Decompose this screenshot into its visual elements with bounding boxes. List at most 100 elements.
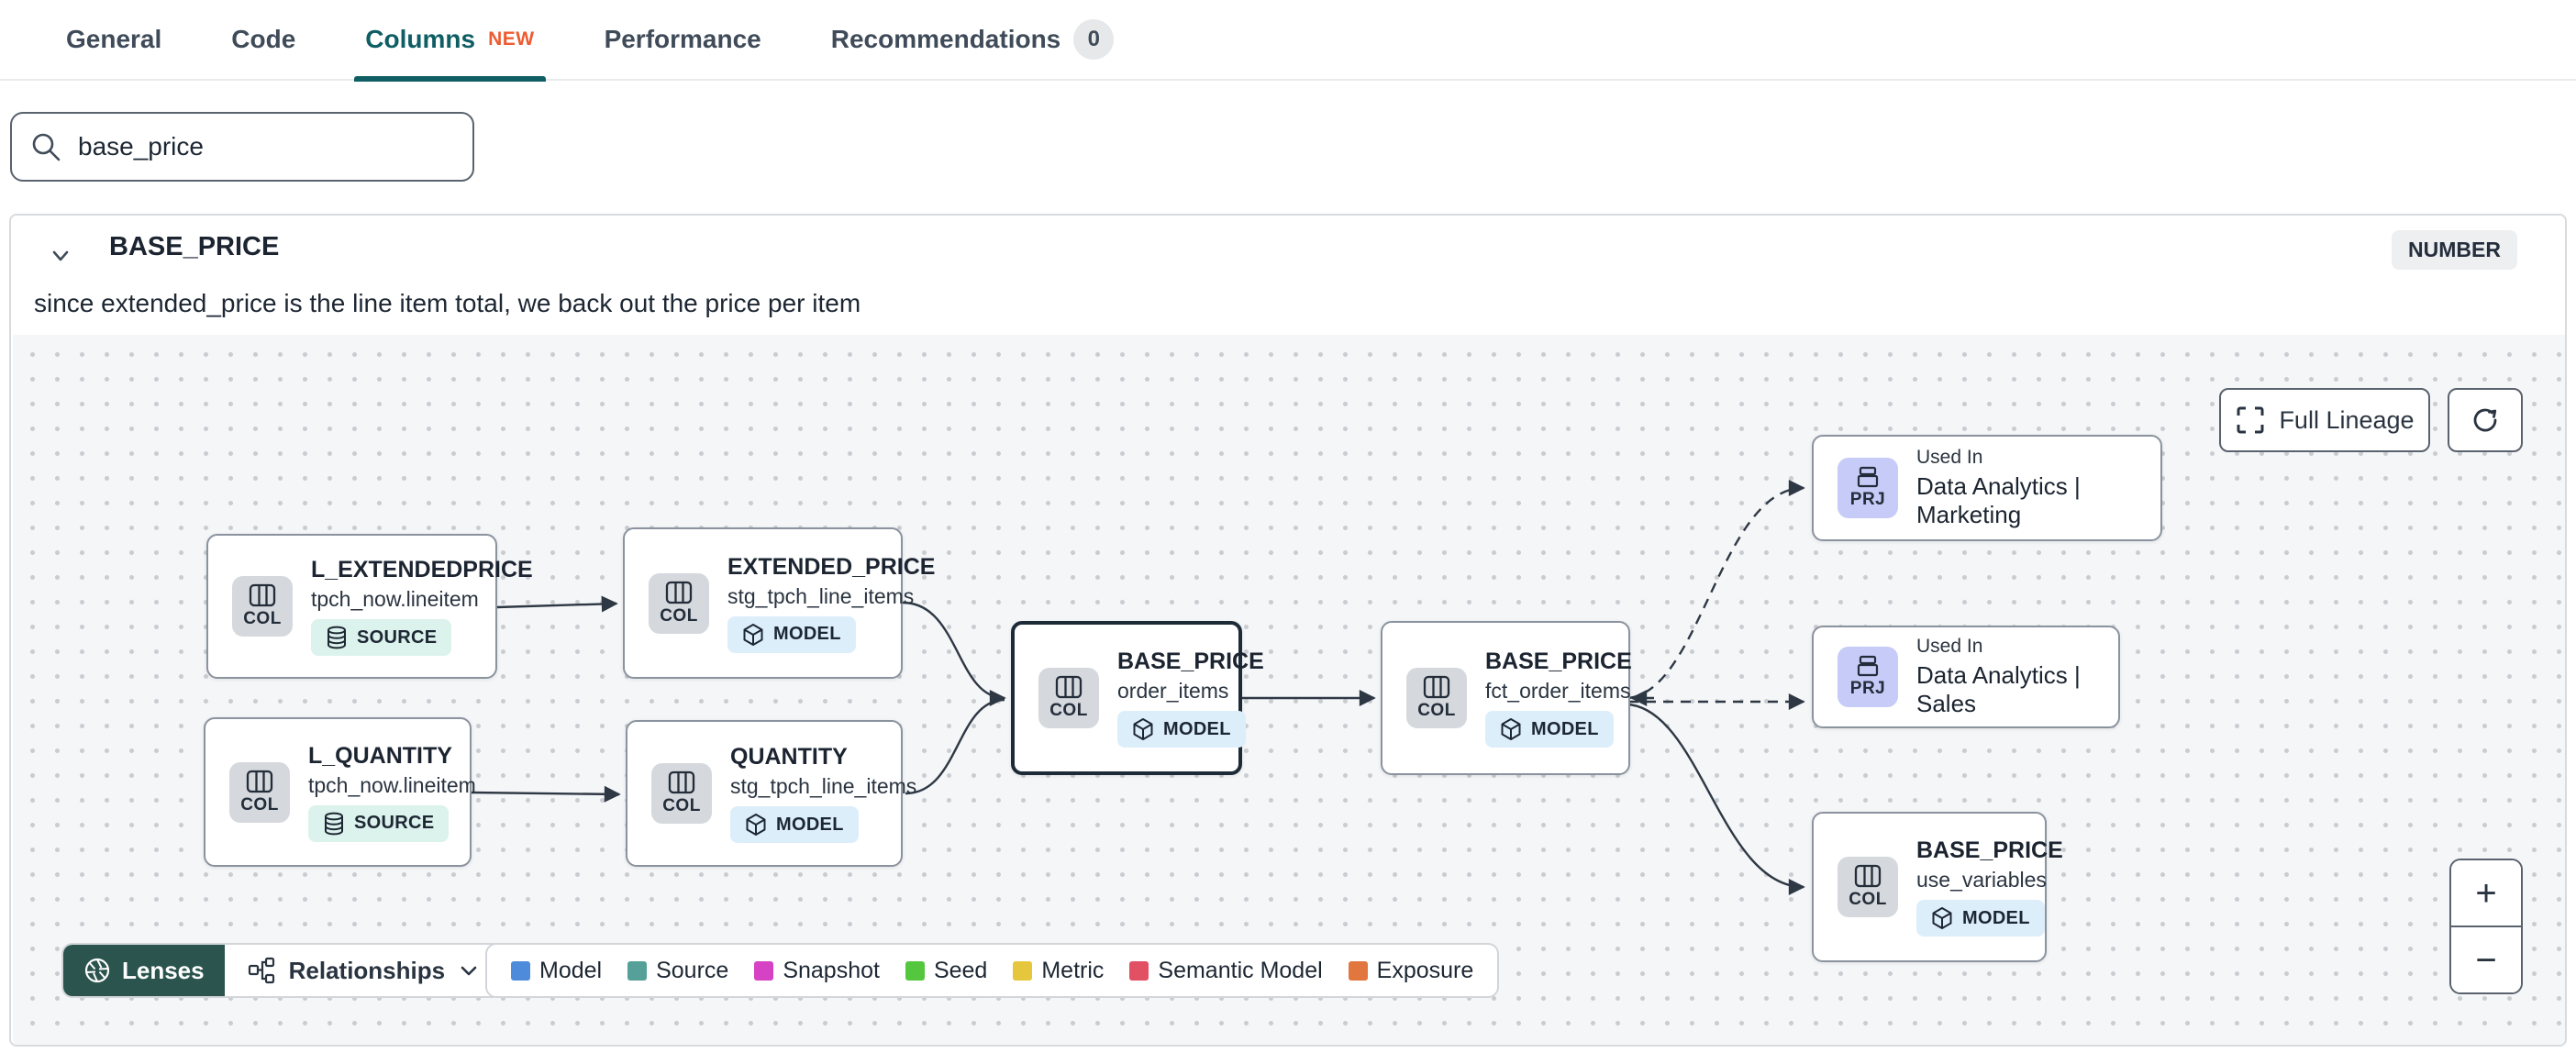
tab-label: General (66, 25, 162, 53)
tab-code[interactable]: Code (231, 0, 295, 80)
full-lineage-label: Full Lineage (2279, 405, 2415, 434)
project-name: Data Analytics | Marketing (1916, 472, 2081, 528)
tab-label: Columns (365, 25, 476, 53)
node-title: QUANTITY (730, 744, 848, 770)
col-kind-badge: COL (1838, 857, 1898, 917)
zoom-in-button[interactable]: + (2451, 860, 2521, 927)
tab-label: Recommendations (830, 25, 1061, 53)
legend-item-source: Source (627, 958, 728, 984)
model-badge: MODEL (1117, 711, 1246, 748)
lineage-node-extended-price[interactable]: COL EXTENDED_PRICE stg_tpch_line_items M… (623, 527, 935, 679)
database-icon (328, 626, 346, 649)
badge-label: SOURCE (354, 813, 435, 833)
node-title: BASE_PRICE (1916, 837, 2063, 863)
lineage-node-base-price-use-variables[interactable]: COL BASE_PRICE use_variables MODEL (1812, 812, 2063, 962)
legend-item-seed: Seed (905, 958, 987, 984)
full-lineage-button[interactable]: Full Lineage (2219, 388, 2430, 452)
search-input[interactable] (78, 132, 454, 161)
kind-label: PRJ (1849, 679, 1886, 698)
lineage-node-quantity[interactable]: COL QUANTITY stg_tpch_line_items MODEL (626, 720, 916, 867)
lineage-edges (471, 480, 1805, 895)
kind-label: COL (1049, 701, 1088, 720)
relationships-label: Relationships (288, 956, 446, 984)
kind-label: COL (243, 609, 282, 628)
lenses-control: Lenses Relationships (61, 943, 505, 998)
kind-label: COL (662, 796, 701, 815)
kind-label: COL (1417, 701, 1456, 720)
lenses-label: Lenses (122, 956, 205, 984)
legend-swatch (754, 960, 774, 981)
kind-label: PRJ (1849, 490, 1886, 509)
legend-label: Metric (1041, 957, 1105, 983)
project-name: Data Analytics | Sales (1916, 661, 2081, 717)
refresh-button[interactable] (2448, 388, 2523, 452)
source-badge: SOURCE (308, 804, 450, 842)
columns-icon (249, 583, 276, 607)
zoom-control: + − (2449, 859, 2523, 994)
chevron-down-icon[interactable] (48, 243, 73, 269)
model-badge: MODEL (730, 806, 859, 843)
zoom-out-button[interactable]: − (2451, 927, 2521, 992)
lenses-button[interactable]: Lenses (63, 945, 225, 996)
legend-swatch (1348, 960, 1368, 981)
node-subtitle: use_variables (1916, 868, 2047, 892)
lineage-node-base-price-order-items[interactable]: COL BASE_PRICE order_items MODEL (1011, 621, 1264, 775)
source-badge: SOURCE (311, 619, 452, 656)
kind-label: COL (660, 605, 698, 626)
legend-swatch (511, 960, 530, 981)
relationships-icon (248, 957, 274, 984)
new-tag: NEW (488, 28, 535, 50)
lineage-node-used-in-sales[interactable]: PRJ Used In Data Analytics | Sales (1812, 626, 2120, 728)
prj-kind-badge: PRJ (1838, 647, 1898, 707)
cube-icon (1501, 718, 1521, 740)
recommendations-count-badge: 0 (1073, 19, 1115, 60)
column-description: since extended_price is the line item to… (34, 289, 861, 317)
node-subtitle: tpch_now.lineitem (308, 772, 476, 797)
column-search[interactable] (10, 112, 474, 182)
col-kind-badge: COL (649, 572, 709, 634)
model-badge: MODEL (1485, 711, 1614, 748)
used-in-label: Used In (1916, 636, 1983, 657)
search-icon (32, 133, 61, 161)
column-type-badge: NUMBER (2392, 230, 2517, 270)
project-icon (1857, 655, 1879, 677)
lineage-node-l-quantity[interactable]: COL L_QUANTITY tpch_now.lineitem SOURCE (204, 717, 476, 867)
lineage-canvas[interactable]: COL L_EXTENDEDPRICE tpch_now.lineitem SO… (13, 335, 2565, 1045)
lineage-node-base-price-fct-order-items[interactable]: COL BASE_PRICE fct_order_items MODEL (1381, 621, 1632, 775)
col-kind-badge: COL (232, 576, 293, 637)
node-subtitle: stg_tpch_line_items (730, 774, 917, 798)
legend-label: Exposure (1376, 957, 1474, 983)
column-panel-header: BASE_PRICE NUMBER since extended_price i… (11, 216, 2565, 335)
node-title: BASE_PRICE (1485, 648, 1632, 674)
cube-icon (743, 623, 763, 646)
legend-label: Model (539, 957, 603, 983)
columns-icon (246, 770, 273, 793)
node-type-legend: Model Source Snapshot Seed Metric Semant… (485, 943, 1500, 998)
col-kind-badge: COL (651, 763, 712, 824)
cube-icon (1932, 907, 1952, 929)
legend-swatch (1013, 960, 1033, 981)
col-kind-badge: COL (1038, 668, 1099, 728)
tab-general[interactable]: General (66, 0, 161, 80)
tab-columns[interactable]: Columns NEW (354, 0, 546, 82)
node-title: L_EXTENDEDPRICE (311, 557, 533, 582)
aperture-icon (84, 958, 110, 983)
badge-label: SOURCE (357, 626, 438, 648)
columns-icon (1055, 675, 1083, 699)
tab-recommendations[interactable]: Recommendations 0 (831, 0, 1115, 80)
lineage-node-used-in-marketing[interactable]: PRJ Used In Data Analytics | Marketing (1812, 435, 2162, 541)
column-panel: BASE_PRICE NUMBER since extended_price i… (9, 214, 2567, 1047)
tab-performance[interactable]: Performance (605, 0, 761, 80)
expand-icon (2237, 406, 2264, 434)
model-badge: MODEL (727, 615, 856, 653)
legend-item-snapshot: Snapshot (754, 958, 880, 984)
node-title: EXTENDED_PRICE (727, 553, 936, 580)
badge-label: MODEL (1163, 718, 1231, 739)
relationships-dropdown[interactable]: Relationships (224, 945, 503, 996)
legend-label: Snapshot (783, 957, 880, 983)
node-title: BASE_PRICE (1117, 648, 1264, 674)
lineage-node-l-extendedprice[interactable]: COL L_EXTENDEDPRICE tpch_now.lineitem SO… (206, 534, 533, 679)
column-name: BASE_PRICE (109, 232, 280, 261)
cube-icon (746, 814, 766, 836)
database-icon (325, 812, 343, 835)
